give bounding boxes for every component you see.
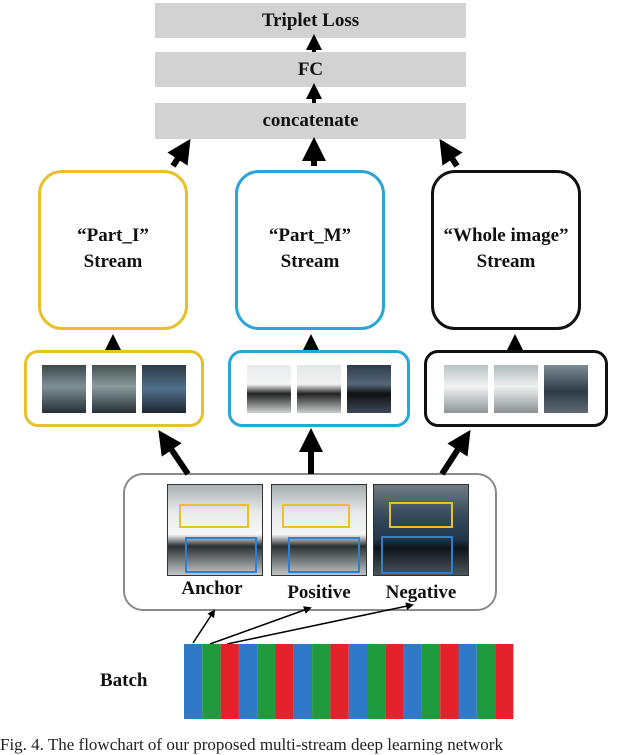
anchor-label: Anchor bbox=[181, 578, 243, 599]
batch-stripe bbox=[220, 644, 239, 719]
positive-car-image bbox=[271, 484, 367, 576]
car-crop-image bbox=[444, 364, 488, 413]
positive-label: Positive bbox=[287, 582, 351, 603]
batch-stripe bbox=[257, 644, 276, 719]
batch-stripe bbox=[385, 644, 404, 719]
part-m-stream: “Part_M” Stream bbox=[235, 170, 385, 330]
negative-windshield-box bbox=[389, 502, 453, 528]
front-crop-image bbox=[347, 364, 391, 413]
positive-windshield-box bbox=[282, 504, 350, 528]
positive-front-box bbox=[288, 537, 360, 573]
figure-caption: Fig. 4. The flowchart of our proposed mu… bbox=[0, 735, 503, 754]
concatenate-block: concatenate bbox=[155, 103, 466, 139]
part-i-crops bbox=[24, 350, 204, 427]
triplet-loss-block: Triplet Loss bbox=[155, 3, 466, 38]
windshield-crop-image bbox=[92, 364, 136, 413]
anchor-windshield-box bbox=[179, 504, 249, 528]
batch-stripe bbox=[275, 644, 294, 719]
arrow-whole-to-concat bbox=[439, 138, 463, 168]
part-m-stream-subtitle: Stream bbox=[280, 251, 340, 272]
batch-label: Batch bbox=[100, 670, 148, 691]
car-crop-image bbox=[544, 364, 588, 413]
anchor-car-image bbox=[167, 484, 263, 576]
batch-stripe bbox=[293, 644, 313, 719]
front-crop-image bbox=[247, 364, 291, 413]
batch-stripe bbox=[403, 644, 422, 719]
batch-stripe bbox=[238, 644, 258, 719]
batch-stripe bbox=[495, 644, 514, 719]
arrow-batch-to-positive bbox=[209, 606, 312, 645]
arrow-batch-to-negative bbox=[226, 602, 414, 645]
arrow-batch-to-anchor bbox=[192, 609, 216, 644]
part-i-stream-title: “Part_I” bbox=[77, 225, 149, 246]
batch-stripe bbox=[476, 644, 496, 719]
part-m-crops bbox=[228, 350, 410, 427]
whole-image-stream: “Whole image” Stream bbox=[431, 170, 581, 330]
batch-stripe bbox=[312, 644, 331, 719]
arrow-triplet-to-part-i bbox=[158, 430, 191, 476]
batch-stripe bbox=[440, 644, 459, 719]
batch-stripe bbox=[330, 644, 349, 719]
front-crop-image bbox=[297, 364, 341, 413]
arrow-triplet-to-whole bbox=[439, 429, 471, 476]
batch-stripe bbox=[367, 644, 386, 719]
car-crop-image bbox=[494, 364, 538, 413]
part-m-stream-title: “Part_M” bbox=[268, 225, 352, 246]
batch-stripe bbox=[184, 644, 203, 719]
part-i-stream-subtitle: Stream bbox=[83, 251, 143, 272]
anchor-front-box bbox=[185, 537, 257, 573]
whole-image-stream-title: “Whole image” bbox=[443, 225, 569, 246]
batch-strip bbox=[184, 644, 514, 719]
negative-label: Negative bbox=[385, 582, 457, 603]
whole-image-crops bbox=[424, 350, 608, 427]
batch-stripe bbox=[458, 644, 477, 719]
fc-block: FC bbox=[155, 52, 466, 87]
windshield-crop-image bbox=[42, 364, 86, 413]
batch-stripe bbox=[421, 644, 441, 719]
whole-image-stream-subtitle: Stream bbox=[476, 251, 536, 272]
arrow-part-i-to-concat bbox=[167, 138, 191, 168]
windshield-crop-image bbox=[142, 364, 186, 413]
batch-stripe bbox=[202, 644, 221, 719]
part-i-stream: “Part_I” Stream bbox=[38, 170, 188, 330]
negative-front-box bbox=[381, 536, 453, 574]
batch-stripe bbox=[348, 644, 367, 719]
